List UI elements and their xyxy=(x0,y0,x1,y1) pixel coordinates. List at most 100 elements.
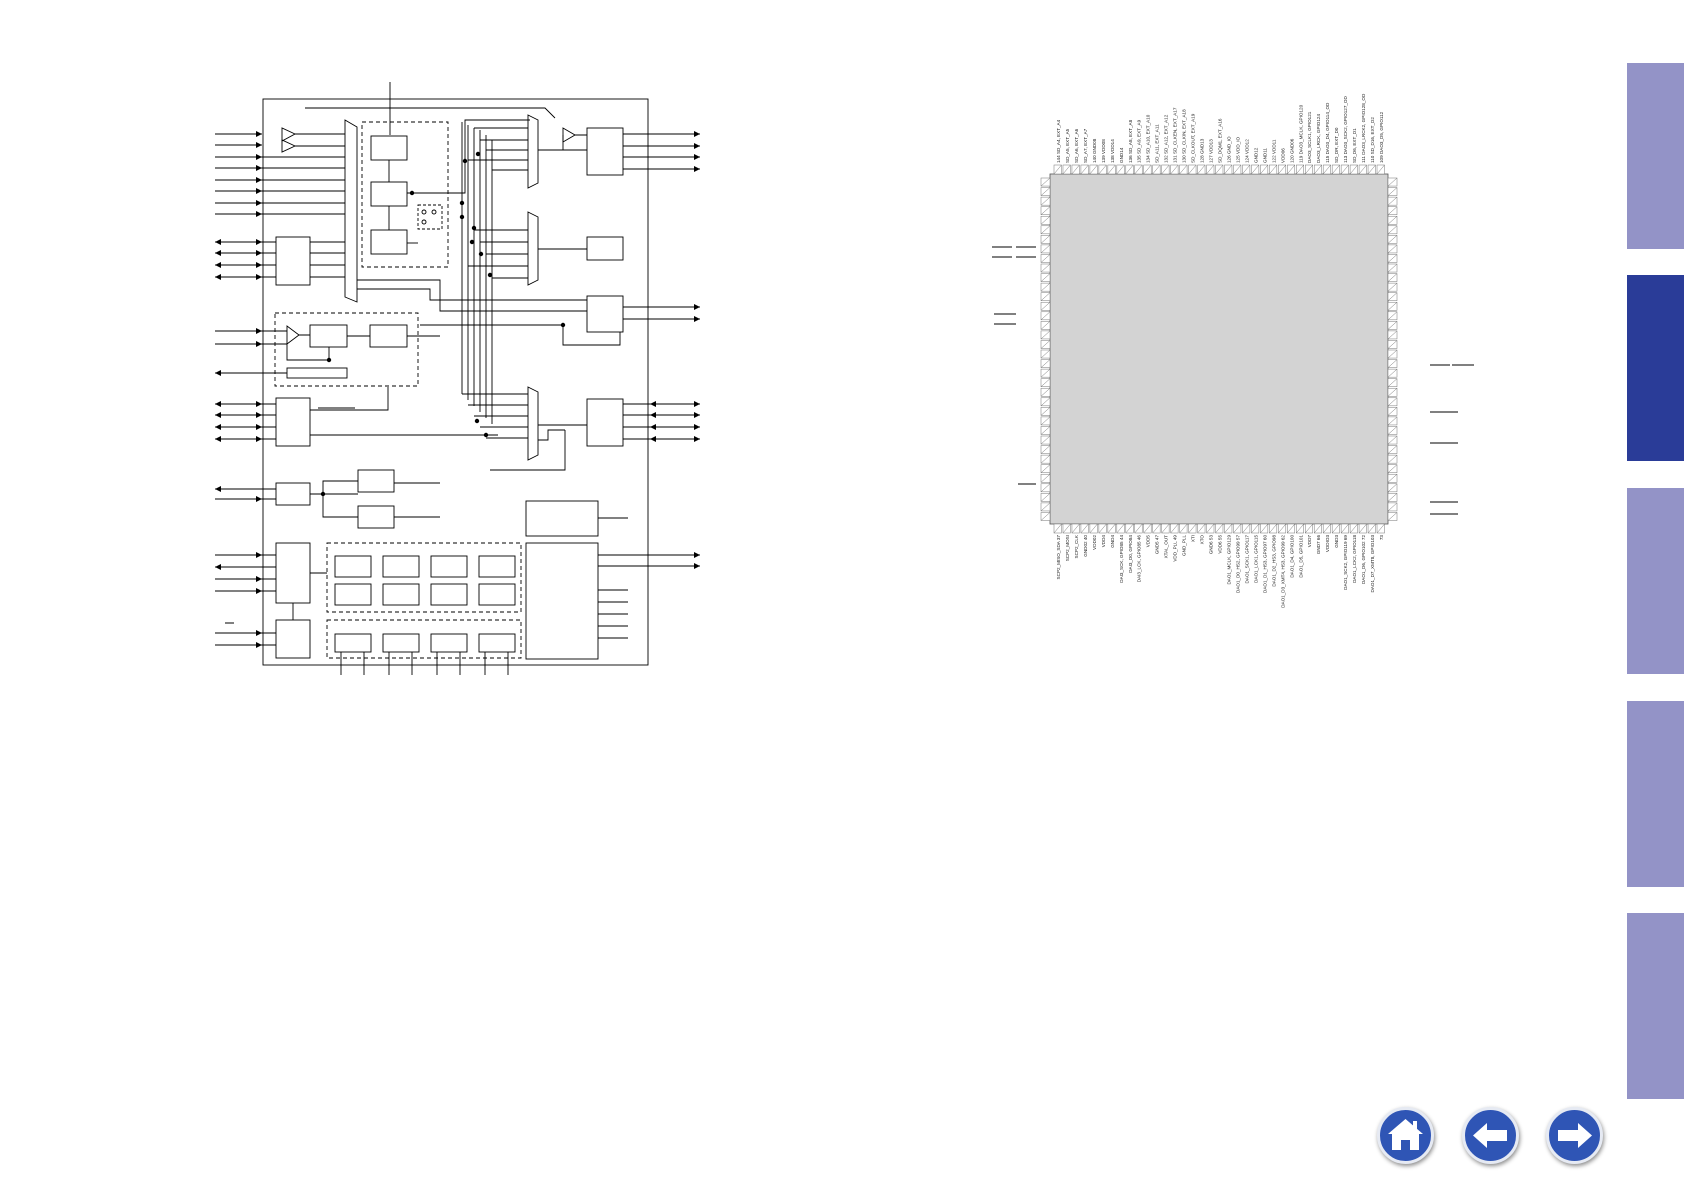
right-pin xyxy=(1387,330,1398,340)
top-pin: DAO3_SCLK1, GPIO121 xyxy=(1304,111,1313,175)
top-pin: 110 SD_D16, EXT_D2 xyxy=(1367,117,1376,175)
right-pins xyxy=(1387,177,1398,521)
bottom-pin-label: GND6 53 xyxy=(1209,535,1214,555)
side-tab-5[interactable] xyxy=(1627,913,1684,1099)
right-pin xyxy=(1387,244,1398,254)
top-pin-label: 113 DAO3_SCK2, GPIO127_OD xyxy=(1343,96,1348,163)
left-pin xyxy=(1040,263,1051,273)
right-pin xyxy=(1387,301,1398,311)
right-pin xyxy=(1387,473,1398,483)
right-pin xyxy=(1387,235,1398,244)
bottom-pin-label: DAO1_SCK2, GPIO119 69 xyxy=(1343,535,1348,590)
right-pin xyxy=(1387,426,1398,435)
top-pin: 144 SD_A4, EXT_A4 xyxy=(1053,119,1062,175)
bottom-pin-label: VDD_PLL 49 xyxy=(1173,535,1178,562)
bottom-pin-label: DAO1_D3_XMT4, HS3, GPIO99 62 xyxy=(1280,535,1285,608)
top-pin-label: GND11 xyxy=(1262,148,1267,163)
forward-button[interactable] xyxy=(1546,1107,1603,1164)
right-pin xyxy=(1387,416,1398,426)
left-pin xyxy=(1040,244,1051,254)
right-pin xyxy=(1387,263,1398,273)
top-pin-label: 140 GND08 xyxy=(1092,138,1097,163)
bottom-pin-label: GND_PLL xyxy=(1182,535,1187,556)
bottom-pin: GND7 66 xyxy=(1313,523,1322,554)
top-pin-label: 144 SD_A4, EXT_A4 xyxy=(1056,119,1061,163)
bottom-pin: DAI3_LCK, GPIO85 46 xyxy=(1134,523,1143,582)
home-button[interactable] xyxy=(1377,1107,1434,1164)
bottom-pin: DAO1_D3_XMT4, HS3, GPIO99 62 xyxy=(1278,523,1287,608)
bottom-pin: DAO1_D6, GPIO102 72 xyxy=(1358,523,1367,584)
left-pin xyxy=(1040,282,1051,292)
top-pin: GND14 xyxy=(1116,147,1125,175)
bottom-pin-label: GND5 47 xyxy=(1155,535,1160,555)
left-pin xyxy=(1040,330,1051,340)
bottom-pin-label: DAI3_D0, GPIO84 xyxy=(1128,535,1133,573)
bottom-pin: VDDIO3 xyxy=(1322,523,1331,552)
bottom-pin: DAI3_SCK, GPIO85 44 xyxy=(1116,523,1125,583)
right-pin xyxy=(1387,493,1398,502)
right-pin xyxy=(1387,368,1398,378)
chip-body xyxy=(1049,173,1389,525)
bottom-pin-label: DAO1_D0_HS2, GPIO99 57 xyxy=(1235,535,1240,593)
bottom-pin-label: 73 xyxy=(1379,535,1384,541)
top-pin-label: 136 SD_A8, EXT_A8 xyxy=(1128,119,1133,163)
top-pin: 128 GND13 xyxy=(1197,138,1206,175)
top-pin: 115 DAO3_D4, GPIO114_OD xyxy=(1322,102,1331,175)
right-pin xyxy=(1387,435,1398,445)
left-pin xyxy=(1040,445,1051,454)
top-pin: 120 GND06 xyxy=(1287,138,1296,175)
bottom-pin: SCP2_MISO_SDA 37 xyxy=(1053,523,1062,579)
left-pin xyxy=(1040,215,1051,225)
bottom-pin: VDD5 xyxy=(1143,523,1152,548)
right-pin xyxy=(1387,340,1398,349)
top-pin: SD_A5, EXT_A5 xyxy=(1062,128,1071,175)
bottom-pin-label: DAI3_SCK, GPIO85 44 xyxy=(1119,535,1124,583)
top-pin-label: 131 SD_CLKEN, EXT_A17 xyxy=(1173,107,1178,163)
bottom-pin: VDD6 55 xyxy=(1215,523,1224,554)
top-pin-label: SD_DQM1, EXT_A16 xyxy=(1218,118,1223,163)
bottom-pin: 73 xyxy=(1376,523,1385,541)
side-tab-2[interactable] xyxy=(1627,275,1684,461)
left-pin xyxy=(1040,483,1051,493)
bottom-pin-label: DAO1_LCK2, GPIO118 xyxy=(1352,535,1357,583)
right-pin xyxy=(1387,445,1398,454)
chip-outline xyxy=(262,98,649,666)
right-pin xyxy=(1387,196,1398,206)
side-tab-4[interactable] xyxy=(1627,701,1684,887)
left-pin xyxy=(1040,502,1051,512)
left-pin xyxy=(1040,387,1051,397)
arrow-left-icon xyxy=(1473,1123,1507,1148)
top-pin: 113 DAO3_SCK2, GPIO127_OD xyxy=(1340,96,1349,175)
bottom-pin: DAO1_MCLK, GPIO129 xyxy=(1224,523,1233,585)
bottom-pin-label: VDD5 xyxy=(1146,535,1151,548)
top-pin: SD_D6, EXT_D1 xyxy=(1349,128,1358,175)
right-pin xyxy=(1387,359,1398,368)
back-button[interactable] xyxy=(1462,1107,1519,1164)
left-pin xyxy=(1040,301,1051,311)
side-tab-3[interactable] xyxy=(1627,488,1684,674)
top-pin: GND12 xyxy=(1251,147,1260,175)
left-pin xyxy=(1040,397,1051,407)
arrow-right-icon xyxy=(1558,1123,1592,1148)
right-pin xyxy=(1387,483,1398,493)
top-pin-label: VDD06 xyxy=(1280,148,1285,163)
top-pin: GND11 xyxy=(1260,148,1269,175)
left-pin xyxy=(1040,196,1051,206)
bottom-pin: VDD02 xyxy=(1089,523,1098,550)
bottom-pin: DAO1_D1_HS3, GPIO97 60 xyxy=(1260,523,1269,593)
bottom-pin: DAO1_D2_HS3, GPIO98 xyxy=(1269,523,1278,587)
top-pin: SD_DQM1, EXT_A16 xyxy=(1215,118,1224,175)
bottom-pin: DAO1_SCK2, GPIO119 69 xyxy=(1340,523,1349,590)
left-pin xyxy=(1040,473,1051,483)
bottom-pin-label: DAO1_D1_HS3, GPIO97 60 xyxy=(1262,535,1267,593)
top-pin-label: DAO3_LRCK, GPIO124 xyxy=(1316,114,1321,163)
side-tab-1[interactable] xyxy=(1627,63,1684,249)
right-pin xyxy=(1387,177,1398,187)
bottom-pin-label: VDD4 xyxy=(1101,535,1106,548)
top-pin: VDD06 xyxy=(1278,148,1287,175)
top-pin-label: DAO3_SCLK1, GPIO121 xyxy=(1307,111,1312,163)
bottom-pin-label: XTAL_OUT xyxy=(1164,535,1169,559)
top-pin: 124 VDD12 xyxy=(1242,139,1251,175)
left-pin xyxy=(1040,235,1051,244)
